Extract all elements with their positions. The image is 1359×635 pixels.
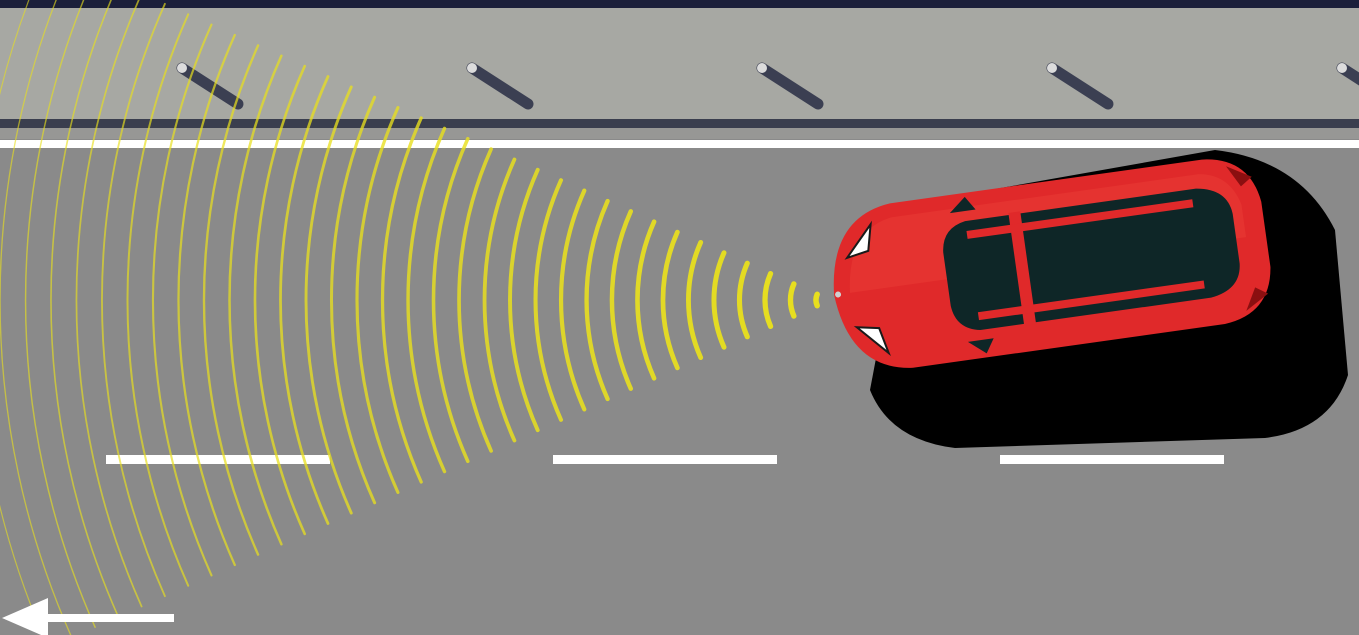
lane-dash (1000, 455, 1224, 464)
road-edge-line (0, 140, 1359, 148)
bollard-cap (1337, 63, 1347, 73)
lane-dash (106, 455, 330, 464)
top-frame-bar (0, 0, 1359, 8)
sidewalk (0, 8, 1359, 120)
bollard-cap (757, 63, 767, 73)
lane-dash (553, 455, 777, 464)
bollard-cap (1047, 63, 1057, 73)
sensor-wave (816, 294, 817, 305)
lane-markings (106, 455, 1224, 464)
bollard-cap (467, 63, 477, 73)
curb-gap (0, 128, 1359, 139)
bollard-cap (177, 63, 187, 73)
